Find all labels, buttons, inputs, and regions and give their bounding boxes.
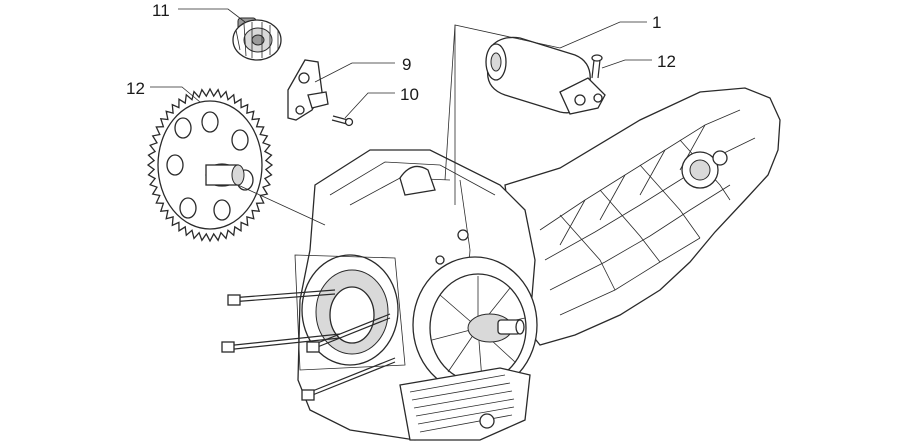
callout-1: 1 (652, 13, 662, 32)
starter-sprocket (146, 87, 274, 243)
sump-fins (409, 374, 515, 433)
stud-4 (301, 357, 396, 401)
starter-motor (485, 36, 606, 115)
leader-lines (150, 8, 652, 226)
starter-screw (591, 54, 603, 79)
sprocket-holes (166, 111, 254, 221)
callout-9: 9 (402, 55, 412, 74)
bracket (287, 59, 329, 121)
cylinder-studs (221, 289, 396, 401)
idler-gear (232, 17, 282, 61)
stud-2 (221, 333, 341, 353)
stud-3 (306, 313, 391, 353)
crankcase (294, 87, 781, 441)
bracket-screw (331, 115, 354, 127)
callout-12-left: 12 (126, 79, 145, 98)
casing-ribs (539, 109, 756, 316)
callout-12-right: 12 (657, 52, 676, 71)
callout-10: 10 (400, 85, 419, 104)
callout-11: 11 (152, 1, 170, 20)
stud-1 (227, 289, 336, 306)
